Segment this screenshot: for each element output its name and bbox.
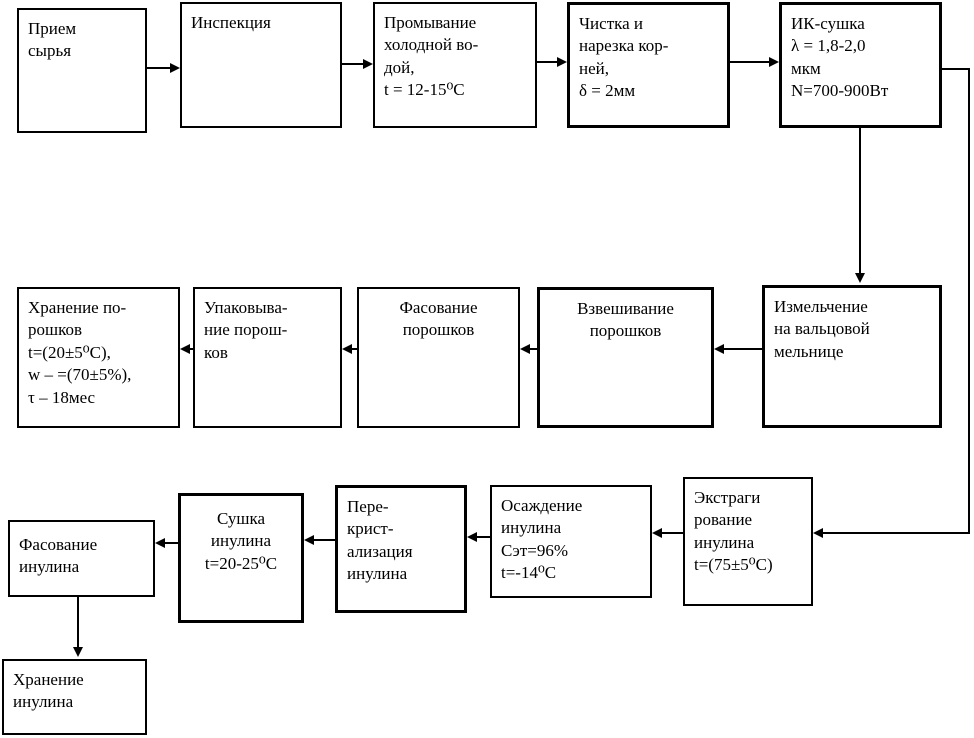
process-box-izmelchenie: Измельчение на вальцовой мельнице — [762, 285, 942, 428]
process-box-khranenie-poroshkov: Хранение по- рошков t=(20±5⁰С), w – =(70… — [17, 287, 180, 428]
process-box-ekstragirovanie: Экстраги рование инулина t=(75±5⁰С) — [683, 477, 813, 606]
process-box-ik-sushka: ИК-сушка λ = 1,8-2,0 мкм N=700-900Вт — [779, 2, 942, 128]
process-box-upakovyvanie: Упаковыва- ние порош- ков — [193, 287, 342, 428]
process-box-priem-syrya: Прием сырья — [17, 8, 147, 133]
process-box-osazhdenie: Осаждение инулина Сэт=96% t=-14⁰С — [490, 485, 652, 598]
process-box-fasovanie-inulina: Фасование инулина — [8, 520, 155, 597]
process-box-fasovanie-poroshkov: Фасование порошков — [357, 287, 520, 428]
process-box-khranenie-inulina: Хранение инулина — [2, 659, 147, 735]
process-box-vzveshivanie: Взвешивание порошков — [537, 287, 714, 428]
process-box-sushka-inulina: Сушка инулина t=20-25⁰С — [178, 493, 304, 623]
process-box-inspektsiya: Инспекция — [180, 2, 342, 128]
process-box-promyvanie: Промывание холодной во- дой, t = 12-15⁰С — [373, 2, 537, 128]
process-box-perekristalizatsiya: Пере- крист- ализация инулина — [335, 485, 467, 613]
process-box-chistka-narezka: Чистка и нарезка кор- ней, δ = 2мм — [567, 2, 730, 128]
